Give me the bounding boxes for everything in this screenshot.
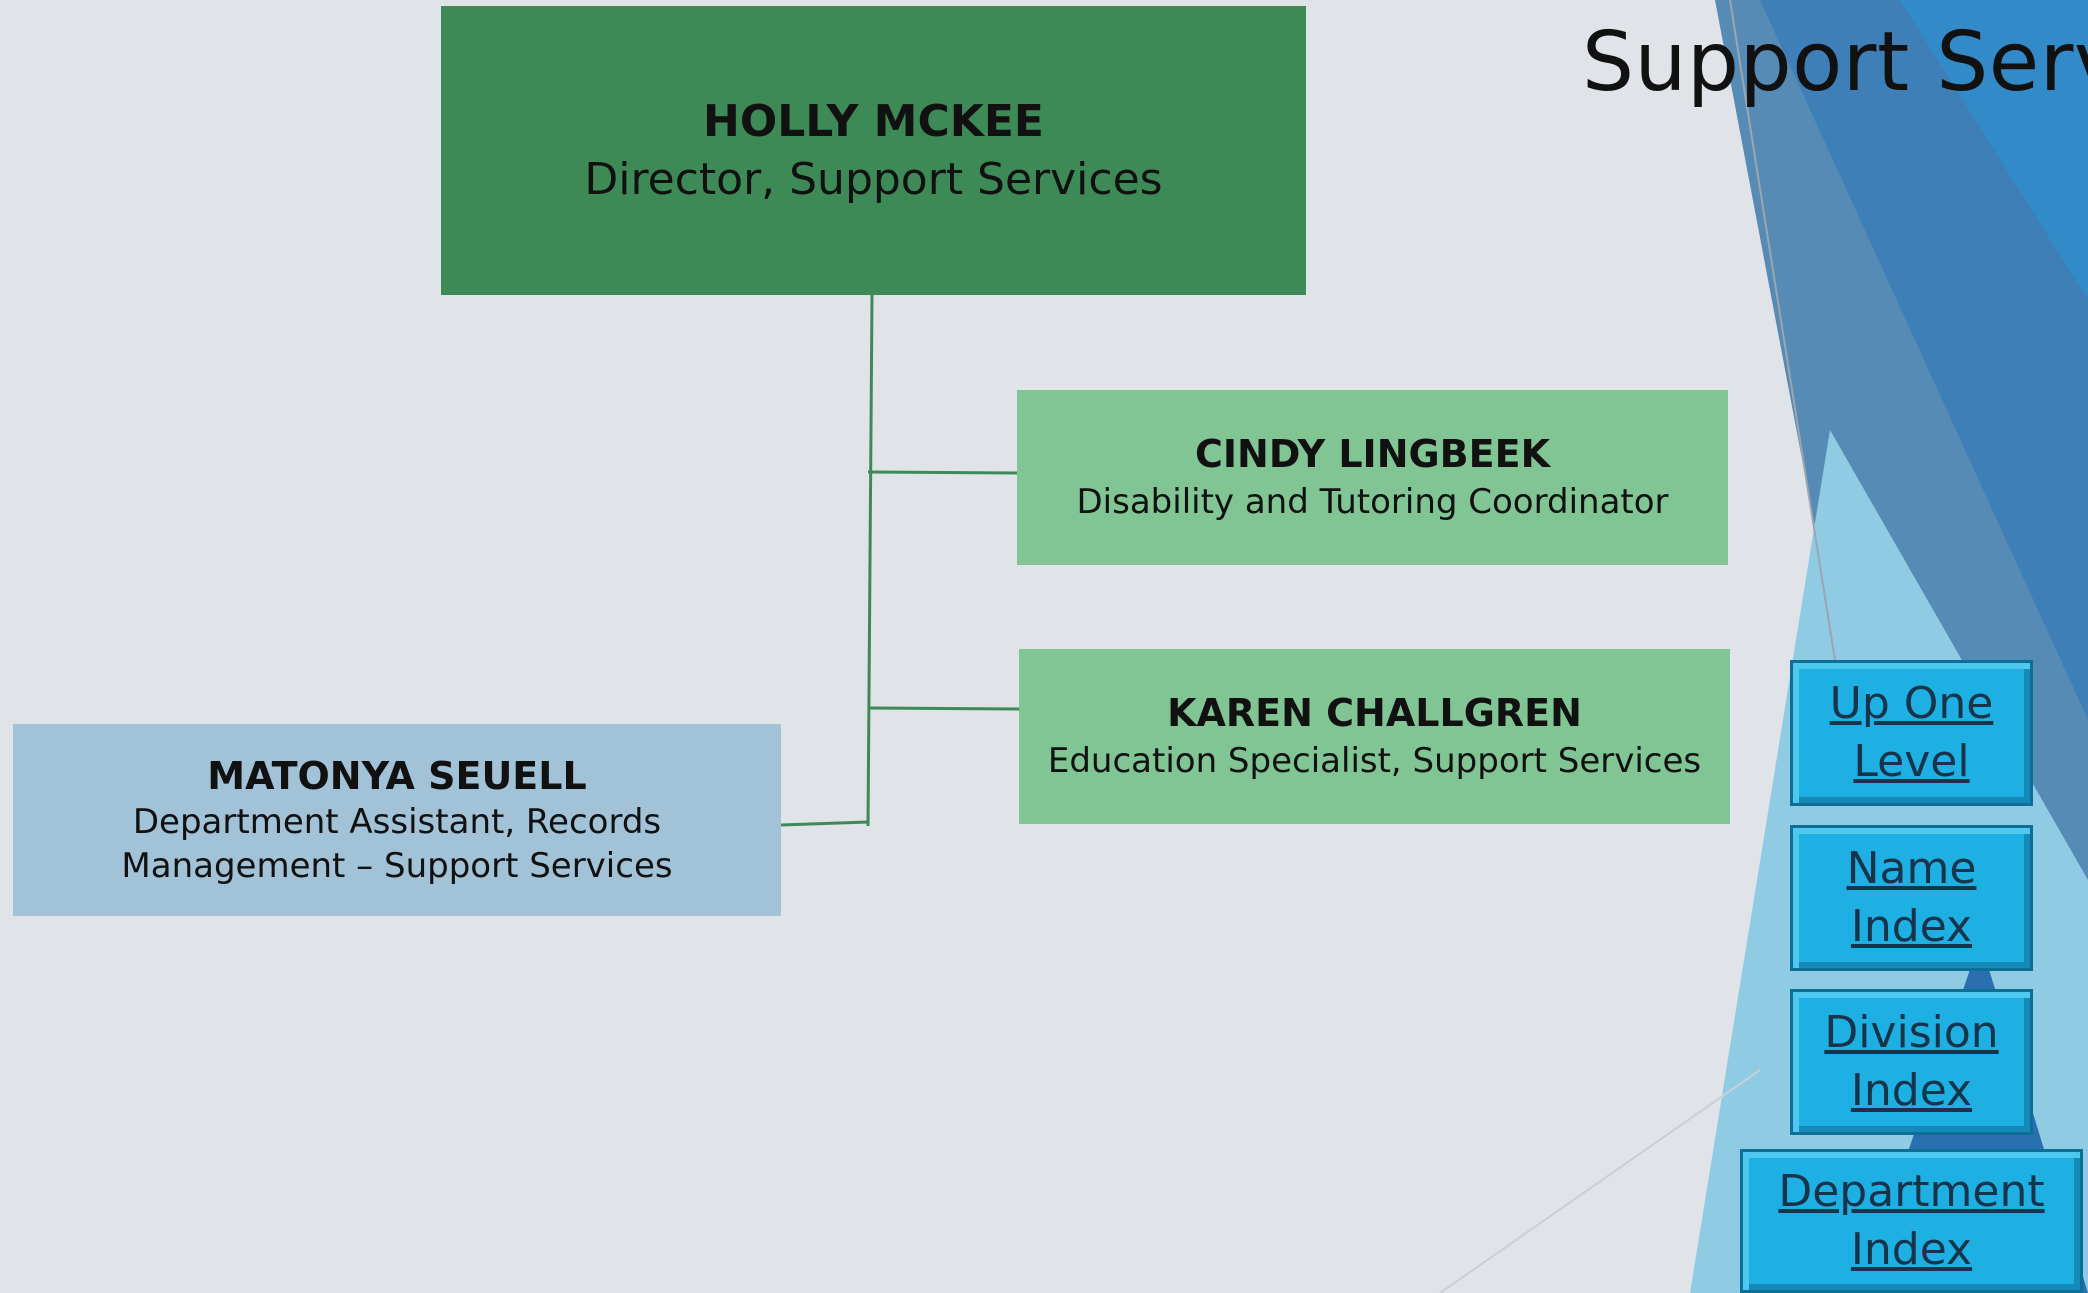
page-title: Support Servi	[1582, 15, 2088, 110]
staff-role: Education Specialist, Support Services	[1047, 740, 1702, 781]
staff-role: Disability and Tutoring Coordinator	[1076, 481, 1669, 522]
department-index-button[interactable]: Department Index	[1740, 1149, 2083, 1293]
director-box: HOLLY MCKEE Director, Support Services	[441, 6, 1306, 295]
department-index-label: Department Index	[1778, 1166, 2045, 1275]
staff-name: KAREN CHALLGREN	[1167, 690, 1582, 735]
division-index-button[interactable]: Division Index	[1790, 989, 2033, 1135]
up-one-level-button[interactable]: Up One Level	[1790, 660, 2033, 806]
staff-name: CINDY LINGBEEK	[1194, 431, 1551, 476]
name-index-label: Name Index	[1846, 843, 1977, 952]
director-name: HOLLY MCKEE	[703, 95, 1044, 147]
staff-box-cindy: CINDY LINGBEEK Disability and Tutoring C…	[1017, 390, 1728, 565]
name-index-button[interactable]: Name Index	[1790, 825, 2033, 971]
assistant-box: MATONYA SEUELL Department Assistant, Rec…	[13, 724, 781, 916]
up-one-level-label: Up One Level	[1829, 678, 1994, 787]
assistant-name: MATONYA SEUELL	[207, 754, 587, 798]
director-role: Director, Support Services	[584, 153, 1163, 205]
assistant-role: Department Assistant, Records Management…	[121, 802, 673, 886]
division-index-label: Division Index	[1824, 1007, 1999, 1116]
staff-box-karen: KAREN CHALLGREN Education Specialist, Su…	[1019, 649, 1730, 824]
